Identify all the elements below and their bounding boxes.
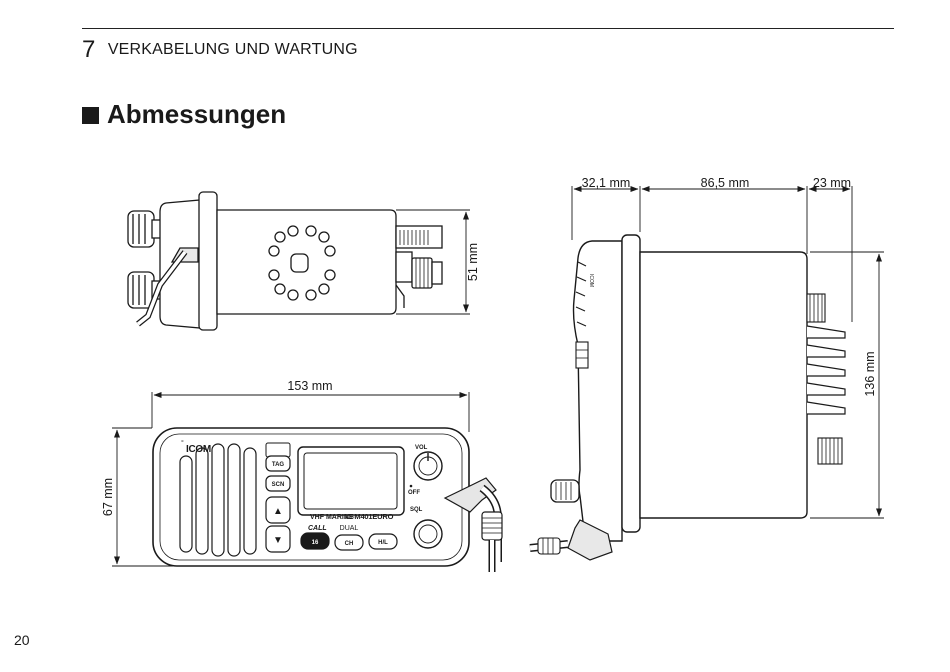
marine-label: VHF MARINE xyxy=(310,514,354,521)
call-16-button xyxy=(300,532,330,550)
ch-key-label: CH xyxy=(345,541,354,547)
tag-tab xyxy=(265,442,291,458)
chapter-header: 7 VERKABELUNG UND WARTUNG xyxy=(82,36,358,64)
header-rule xyxy=(82,28,894,29)
chapter-number: 7 xyxy=(82,36,96,63)
heading-square-icon xyxy=(82,107,99,124)
side-brand-mark: ICOM xyxy=(588,274,594,287)
section-heading: Abmessungen xyxy=(82,99,286,130)
off-dot-icon xyxy=(409,484,413,488)
front-dim-width xyxy=(112,392,470,567)
front-flange xyxy=(198,191,218,331)
speaker-holes xyxy=(268,225,336,301)
lcd-screen xyxy=(303,452,398,510)
brand-dot-icon: ° xyxy=(181,439,184,447)
speaker-grille xyxy=(179,443,257,557)
model-label: IC-M401EURO xyxy=(345,512,394,521)
scn-key-label: SCN xyxy=(272,482,285,488)
down-arrow-icon: ▼ xyxy=(273,535,283,546)
side-tab xyxy=(575,341,589,369)
dim-height-label: 51 mm xyxy=(466,243,480,281)
up-button xyxy=(265,496,291,524)
hl-key-label: H/L xyxy=(378,540,388,546)
side-body xyxy=(639,251,808,519)
call-label: CALL xyxy=(308,525,327,532)
ch-button xyxy=(334,534,364,551)
down-button xyxy=(265,525,291,553)
dim-width-label: 153 mm xyxy=(287,379,332,393)
antenna-connector xyxy=(411,257,433,289)
off-label: OFF xyxy=(408,490,420,496)
radio-front-view xyxy=(152,427,503,572)
top-view xyxy=(127,191,443,331)
rear-connector xyxy=(806,293,826,323)
page-number: 20 xyxy=(14,632,30,648)
vol-label: VOL xyxy=(415,445,428,451)
dual-label: DUAL xyxy=(340,525,359,532)
side-flange xyxy=(621,234,641,533)
tag-button xyxy=(265,455,291,472)
sql-label: SQL xyxy=(410,507,423,513)
dim-depth-c-label: 23 mm xyxy=(813,176,851,190)
radio-side-view xyxy=(529,234,846,561)
front-bezel xyxy=(159,199,201,329)
dim-depth-a-label: 32,1 mm xyxy=(582,176,631,190)
side-dims xyxy=(571,186,884,519)
side-knob xyxy=(550,479,580,503)
dim-depth-b-label: 86,5 mm xyxy=(701,176,750,190)
dim-height xyxy=(396,209,470,315)
heatsink-fins xyxy=(806,325,846,415)
up-arrow-icon: ▲ xyxy=(273,506,283,517)
bracket-knob-upper-icon xyxy=(127,210,167,248)
chapter-title: VERKABELUNG UND WARTUNG xyxy=(107,41,358,58)
section-title: Abmessungen xyxy=(107,99,287,129)
scn-button xyxy=(265,475,291,492)
call-key-label: 16 xyxy=(312,540,319,546)
dim-side-height-label: 136 mm xyxy=(863,351,877,396)
brand-logo: ICOM xyxy=(186,444,211,455)
tag-key-label: TAG xyxy=(272,462,285,468)
side-bezel xyxy=(572,240,623,542)
hl-button xyxy=(368,533,398,550)
rear-heatsink xyxy=(395,225,443,249)
dim-depth-front-label: 67 mm xyxy=(101,478,115,516)
